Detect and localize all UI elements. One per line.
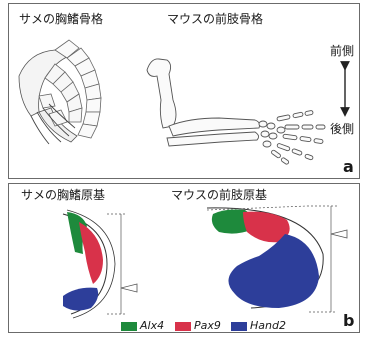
pax9-swatch bbox=[175, 322, 191, 331]
expression-illustration bbox=[9, 184, 361, 334]
hand2-legend-label: Hand2 bbox=[250, 320, 286, 332]
panel-a: サメの胸鰭骨格 マウスの前肢骨格 前側 後側 a bbox=[8, 3, 360, 179]
posterior-label: 後側 bbox=[330, 122, 354, 136]
hand2-domain-shark bbox=[63, 288, 98, 311]
panel-b-letter: b bbox=[343, 312, 354, 330]
hand2-swatch bbox=[231, 322, 247, 331]
pax9-legend-label: Pax9 bbox=[194, 320, 221, 332]
skeleton-illustration bbox=[9, 4, 361, 180]
anterior-label: 前側 bbox=[330, 44, 354, 58]
alx4-legend-label: Alx4 bbox=[140, 320, 164, 332]
panel-b: サメの胸鰭原基 マウスの前肢原基 Alx4 Pax9 Hand2 b bbox=[8, 183, 360, 333]
shark-fin-skeleton bbox=[19, 40, 101, 144]
shark-bud-label: サメの胸鰭原基 bbox=[21, 188, 105, 202]
panel-a-letter: a bbox=[343, 158, 354, 176]
mouse-forelimb-skeleton bbox=[147, 59, 325, 165]
alx4-swatch bbox=[121, 322, 137, 331]
legend-hand2: Hand2 bbox=[231, 320, 286, 332]
mouse-limb-bud bbox=[207, 206, 347, 312]
shark-fin-bud bbox=[63, 210, 137, 318]
mouse-skeleton-label: マウスの前肢骨格 bbox=[167, 12, 263, 26]
hand2-domain-mouse bbox=[228, 234, 319, 308]
legend-alx4: Alx4 bbox=[121, 320, 164, 332]
mouse-bud-label: マウスの前肢原基 bbox=[171, 188, 267, 202]
shark-skeleton-label: サメの胸鰭骨格 bbox=[19, 12, 103, 26]
legend-pax9: Pax9 bbox=[175, 320, 221, 332]
